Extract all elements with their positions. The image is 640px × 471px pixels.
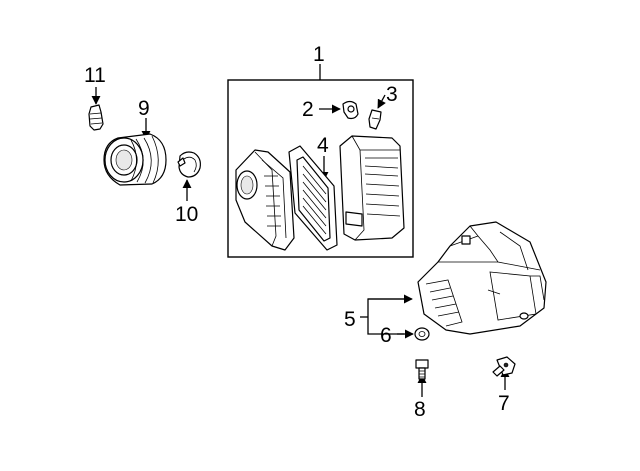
callout-9: 9 bbox=[138, 97, 150, 120]
sensor-part-7 bbox=[492, 356, 516, 377]
clamp-part-10 bbox=[177, 151, 201, 178]
callout-1: 1 bbox=[313, 43, 325, 66]
air-filter-part-4 bbox=[288, 145, 338, 251]
callout-4: 4 bbox=[317, 134, 329, 157]
fitting-part-11 bbox=[88, 104, 104, 131]
bolt-part-8 bbox=[415, 359, 429, 380]
callout-8: 8 bbox=[414, 398, 426, 421]
assembly-frame bbox=[227, 79, 414, 258]
air-cleaner-base bbox=[339, 135, 405, 241]
leader-lines bbox=[91, 64, 510, 397]
grommet-part-6 bbox=[414, 327, 430, 341]
callout-3: 3 bbox=[386, 83, 398, 106]
callout-10: 10 bbox=[175, 203, 198, 226]
callout-6: 6 bbox=[380, 324, 392, 347]
lower-housing-part-5 bbox=[417, 221, 547, 335]
bracket-part-3 bbox=[368, 109, 382, 130]
callout-11: 11 bbox=[84, 64, 106, 87]
callout-2: 2 bbox=[302, 98, 314, 121]
clip-part-2 bbox=[342, 100, 359, 120]
callout-7: 7 bbox=[498, 392, 510, 415]
air-cleaner-cover bbox=[235, 149, 295, 251]
intake-duct-part-9 bbox=[103, 133, 167, 186]
callout-5: 5 bbox=[344, 308, 356, 331]
